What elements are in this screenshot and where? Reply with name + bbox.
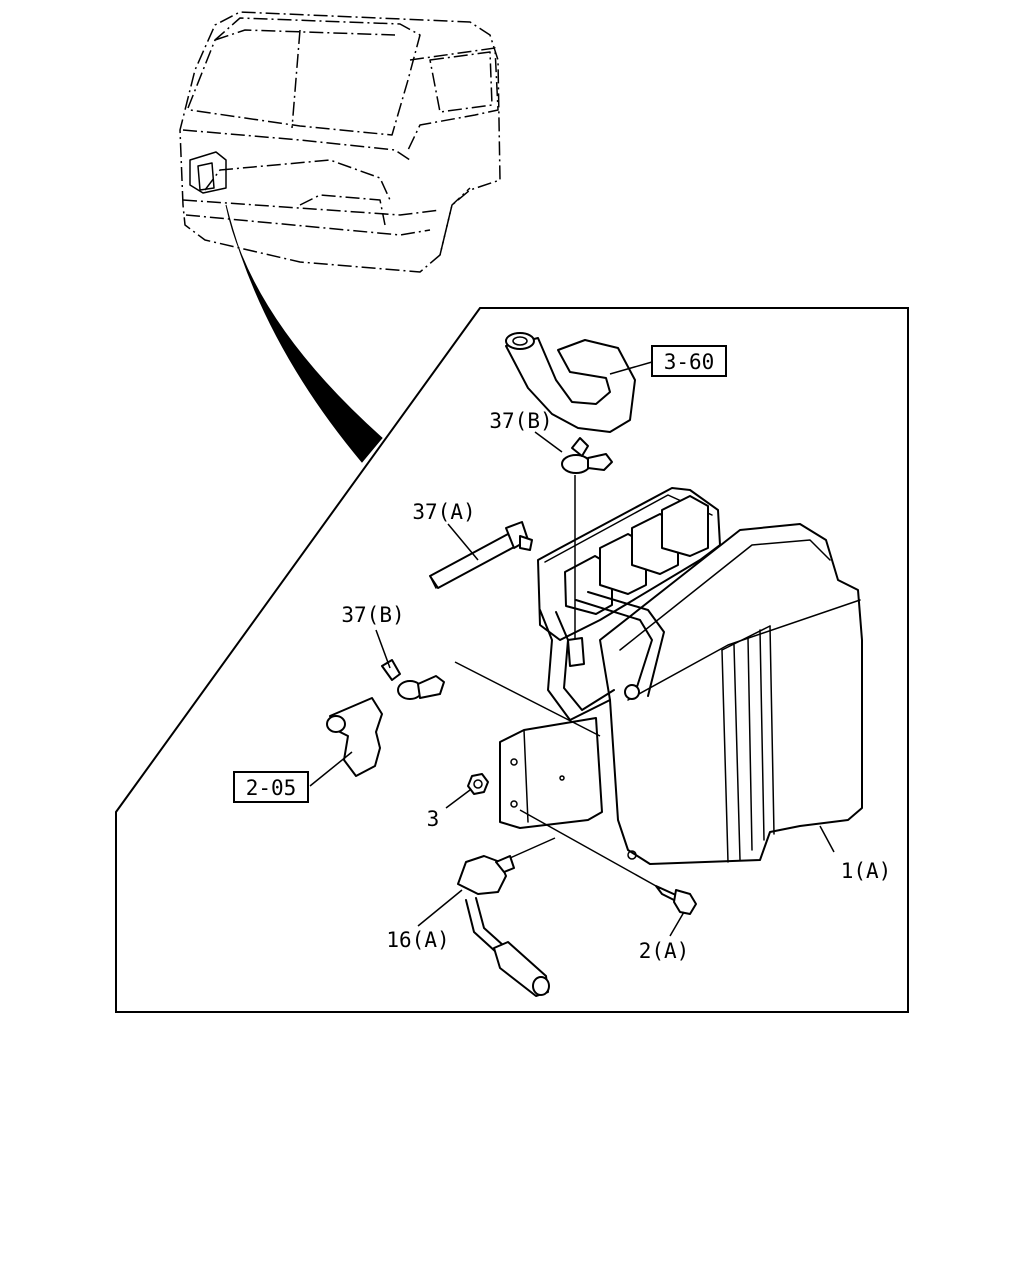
bolt <box>519 809 697 915</box>
hose-clip-top <box>561 437 613 667</box>
ref-label-3-60[interactable]: 3-60 <box>664 350 715 374</box>
hose-clip-left <box>381 659 445 700</box>
clip-pin <box>429 521 533 589</box>
leader-lines <box>309 361 835 937</box>
hose-upper <box>505 332 636 433</box>
ref-box-3-60 <box>651 345 727 377</box>
nut <box>467 773 489 795</box>
truck-cab-outline <box>179 11 501 273</box>
hose-lower <box>326 697 383 777</box>
ref-box-2-05 <box>233 771 309 803</box>
ref-label-2-05[interactable]: 2-05 <box>246 776 297 800</box>
detail-pointer <box>225 204 383 463</box>
part-label-1a: 1(A) <box>841 859 892 883</box>
part-label-16a: 16(A) <box>386 928 449 952</box>
part-label-37a: 37(A) <box>412 500 475 524</box>
part-label-2a: 2(A) <box>639 939 690 963</box>
level-sensor <box>457 837 556 997</box>
part-label-37b-left: 37(B) <box>341 603 404 627</box>
detail-frame <box>115 307 909 1013</box>
reserve-tank <box>499 487 863 865</box>
part-label-37b-top: 37(B) <box>489 409 552 433</box>
part-label-3: 3 <box>427 807 440 831</box>
